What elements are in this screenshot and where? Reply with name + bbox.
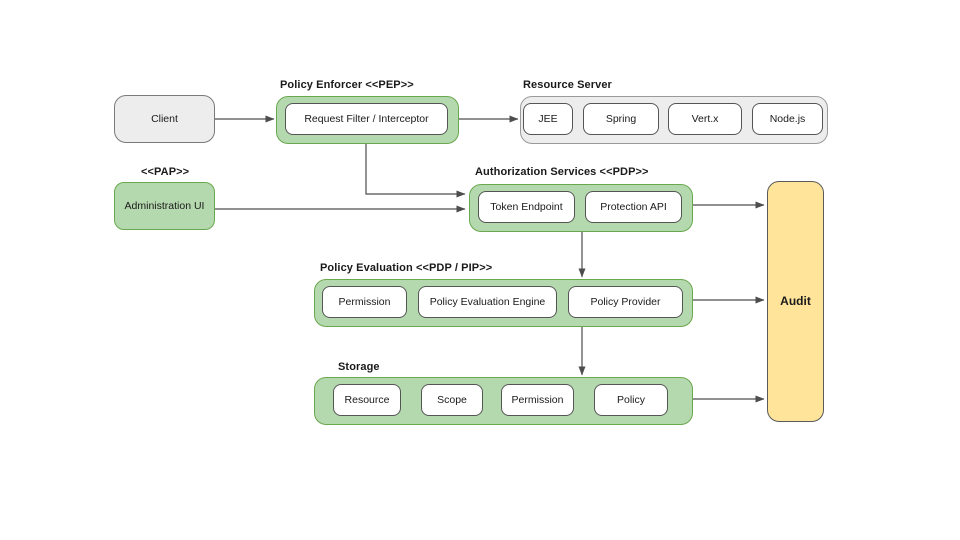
node-policy-provider-label: Policy Provider bbox=[590, 295, 661, 308]
group-label-storage: Storage bbox=[338, 361, 380, 373]
group-label-resource-server: Resource Server bbox=[523, 79, 612, 91]
node-storage-policy[interactable]: Policy bbox=[594, 384, 668, 416]
edge-policy-enforcer-to-authorization-services bbox=[365, 142, 466, 198]
node-token-endpoint[interactable]: Token Endpoint bbox=[478, 191, 575, 223]
node-storage-permission[interactable]: Permission bbox=[501, 384, 574, 416]
node-administration-ui-label: Administration UI bbox=[124, 199, 205, 212]
node-policy-evaluation-engine[interactable]: Policy Evaluation Engine bbox=[418, 286, 557, 318]
node-spring[interactable]: Spring bbox=[583, 103, 659, 135]
node-policy-provider[interactable]: Policy Provider bbox=[568, 286, 683, 318]
node-policy-evaluation-engine-label: Policy Evaluation Engine bbox=[429, 295, 546, 308]
node-storage-permission-label: Permission bbox=[511, 393, 564, 406]
group-label-policy-evaluation: Policy Evaluation <<PDP / PIP>> bbox=[320, 262, 493, 274]
node-storage-scope[interactable]: Scope bbox=[421, 384, 483, 416]
node-protection-api[interactable]: Protection API bbox=[585, 191, 682, 223]
node-protection-api-label: Protection API bbox=[600, 200, 667, 213]
node-storage-policy-label: Policy bbox=[616, 393, 645, 406]
group-label-authorization-services: Authorization Services <<PDP>> bbox=[475, 166, 649, 178]
node-vertx-label: Vert.x bbox=[691, 112, 719, 125]
node-audit-label: Audit bbox=[780, 294, 811, 309]
node-nodejs-label: Node.js bbox=[769, 112, 806, 125]
group-label-policy-enforcer: Policy Enforcer <<PEP>> bbox=[280, 79, 414, 91]
node-client[interactable]: Client bbox=[114, 95, 215, 143]
node-vertx[interactable]: Vert.x bbox=[668, 103, 742, 135]
node-permission-evaluation[interactable]: Permission bbox=[322, 286, 407, 318]
node-token-endpoint-label: Token Endpoint bbox=[490, 200, 563, 213]
node-storage-resource[interactable]: Resource bbox=[333, 384, 401, 416]
node-jee[interactable]: JEE bbox=[523, 103, 573, 135]
node-request-filter-interceptor-label: Request Filter / Interceptor bbox=[304, 112, 429, 125]
node-request-filter-interceptor[interactable]: Request Filter / Interceptor bbox=[285, 103, 448, 135]
node-nodejs[interactable]: Node.js bbox=[752, 103, 823, 135]
node-storage-scope-label: Scope bbox=[437, 393, 467, 406]
node-spring-label: Spring bbox=[605, 112, 637, 125]
node-administration-ui[interactable]: Administration UI bbox=[114, 182, 215, 230]
node-permission-evaluation-label: Permission bbox=[338, 295, 391, 308]
node-storage-resource-label: Resource bbox=[344, 393, 390, 406]
node-jee-label: JEE bbox=[538, 112, 558, 125]
node-client-label: Client bbox=[151, 112, 178, 125]
group-label-pap: <<PAP>> bbox=[141, 166, 190, 178]
node-audit[interactable]: Audit bbox=[767, 181, 824, 422]
